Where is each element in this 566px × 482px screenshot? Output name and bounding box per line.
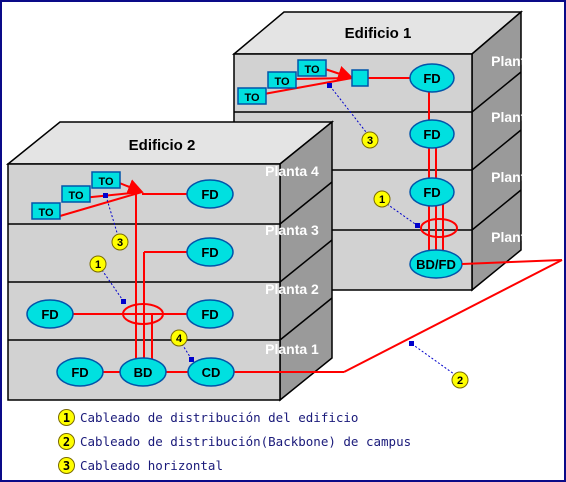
building-2-outlet: TO [61, 185, 91, 203]
building-2-fd-floor-4: FD [186, 179, 234, 209]
building-1-fd-floor-3: FD [409, 119, 455, 149]
svg-text:BD: BD [134, 365, 153, 380]
svg-text:CD: CD [202, 365, 221, 380]
svg-text:TO: TO [98, 176, 114, 188]
callout-line [411, 343, 455, 375]
building-1-side-divider [471, 129, 522, 171]
svg-text:FD: FD [201, 307, 218, 322]
building-2-fd-floor-2-left: FD [26, 299, 74, 329]
svg-text:1: 1 [95, 259, 101, 271]
svg-text:3: 3 [117, 237, 123, 249]
legend-text: Cableado horizontal [80, 458, 223, 473]
building-2-fd-floor-3: FD [186, 237, 234, 267]
building-2-marker-4: 4 [170, 329, 188, 347]
building-2-fd-floor-1: FD [56, 357, 104, 387]
campus-backbone-marker: 2 [451, 371, 469, 389]
building-2-bd-node: BD [119, 357, 167, 387]
building-1-floor-1-label: Planta 1 [491, 229, 545, 245]
svg-text:FD: FD [71, 365, 88, 380]
building-2-floor-1-label: Planta 1 [265, 341, 319, 357]
building-1-outlet: TO [237, 87, 267, 105]
legend-item: 1 Cableado de distribución del edificio [58, 406, 538, 430]
building-2-outlet: TO [91, 171, 121, 189]
building-1-floor-3-label: Planta 3 [491, 109, 545, 125]
building-2-side-divider [279, 297, 333, 341]
building-1-title: Edificio 1 [345, 25, 412, 42]
svg-text:2: 2 [457, 375, 463, 387]
svg-text:FD: FD [201, 187, 218, 202]
legend-text: Cableado de distribución(Backbone) de ca… [80, 434, 412, 449]
svg-text:3: 3 [367, 135, 373, 147]
callout-line [181, 343, 193, 361]
building-2-floor-3-label: Planta 3 [265, 222, 319, 238]
building-2: Edificio 2 Planta 4 Planta 3 Planta 2 Pl… [5, 120, 563, 402]
legend-marker: 1 [58, 409, 75, 426]
building-2-cabling [59, 179, 563, 373]
svg-text:FD: FD [423, 127, 440, 142]
svg-text:FD: FD [41, 307, 58, 322]
svg-text:TO: TO [274, 76, 290, 88]
legend-marker: 3 [58, 457, 75, 474]
legend: 1 Cableado de distribución del edificio … [58, 406, 538, 478]
building-2-marker-3: 3 [111, 233, 129, 251]
svg-text:1: 1 [379, 194, 385, 206]
legend-text: Cableado de distribución del edificio [80, 410, 359, 425]
callout-line [105, 195, 119, 237]
cabling-diagram: Edificio 1 Planta 4 Planta 3 Planta 2 Pl… [5, 10, 563, 402]
building-1-side-divider [471, 189, 522, 231]
building-1-bd-fd-node: BD/FD [409, 249, 463, 279]
svg-text:FD: FD [423, 71, 440, 86]
building-1-side-divider [471, 71, 522, 113]
building-2-floor-2-label: Planta 2 [265, 281, 319, 297]
building-1-marker-1: 1 [373, 190, 391, 208]
building-1-marker-3: 3 [361, 131, 379, 149]
svg-text:FD: FD [423, 185, 440, 200]
building-2-side-divider [279, 181, 333, 225]
callout-line [329, 85, 367, 133]
legend-marker: 2 [58, 433, 75, 450]
building-1-outlet: TO [297, 59, 327, 77]
building-2-cd-node: CD [187, 357, 235, 387]
building-1-fd-floor-4: FD [409, 63, 455, 93]
legend-item: 2 Cableado de distribución(Backbone) de … [58, 430, 538, 454]
building-1-floor-2-label: Planta 2 [491, 169, 545, 185]
building-1-hub [351, 69, 369, 87]
svg-text:FD: FD [201, 245, 218, 260]
building-1-floor-4-label: Planta 4 [491, 53, 545, 69]
callout-line [101, 269, 125, 303]
building-2-marker-1: 1 [89, 255, 107, 273]
svg-text:BD/FD: BD/FD [416, 257, 456, 272]
building-2-title: Edificio 2 [129, 137, 196, 154]
svg-text:TO: TO [38, 207, 54, 219]
svg-text:4: 4 [176, 333, 183, 345]
legend-item: 3 Cableado horizontal [58, 454, 538, 478]
building-1-fd-floor-2: FD [409, 177, 455, 207]
building-2-side-divider [279, 239, 333, 283]
svg-text:TO: TO [244, 92, 260, 104]
building-1-outlet: TO [267, 71, 297, 89]
svg-text:TO: TO [304, 64, 320, 76]
building-2-outlet: TO [31, 202, 61, 220]
building-2-floor-4-label: Planta 4 [265, 163, 319, 179]
building-2-fd-floor-2-right: FD [186, 299, 234, 329]
svg-text:TO: TO [68, 190, 84, 202]
